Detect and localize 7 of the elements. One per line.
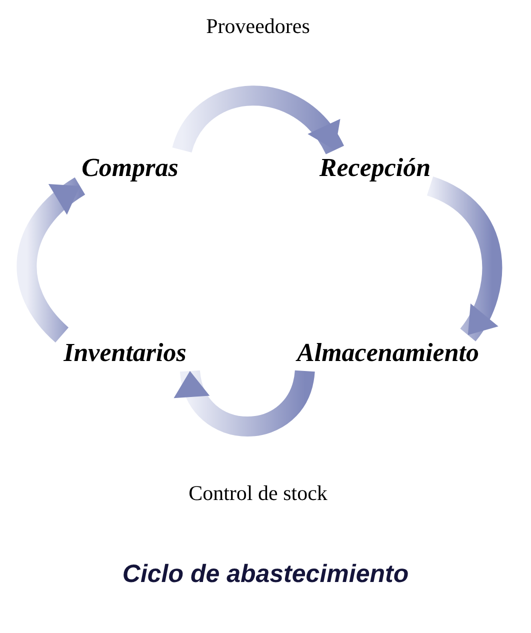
curved-arrow bbox=[16, 178, 86, 342]
stage-label: Recepción bbox=[319, 153, 431, 183]
curved-arrow bbox=[172, 86, 344, 156]
stage-label: Inventarios bbox=[64, 338, 186, 368]
stage-label: Compras bbox=[82, 153, 178, 183]
diagram-caption: Ciclo de abastecimiento bbox=[122, 560, 409, 588]
stage-label: Almacenamiento bbox=[297, 338, 479, 368]
